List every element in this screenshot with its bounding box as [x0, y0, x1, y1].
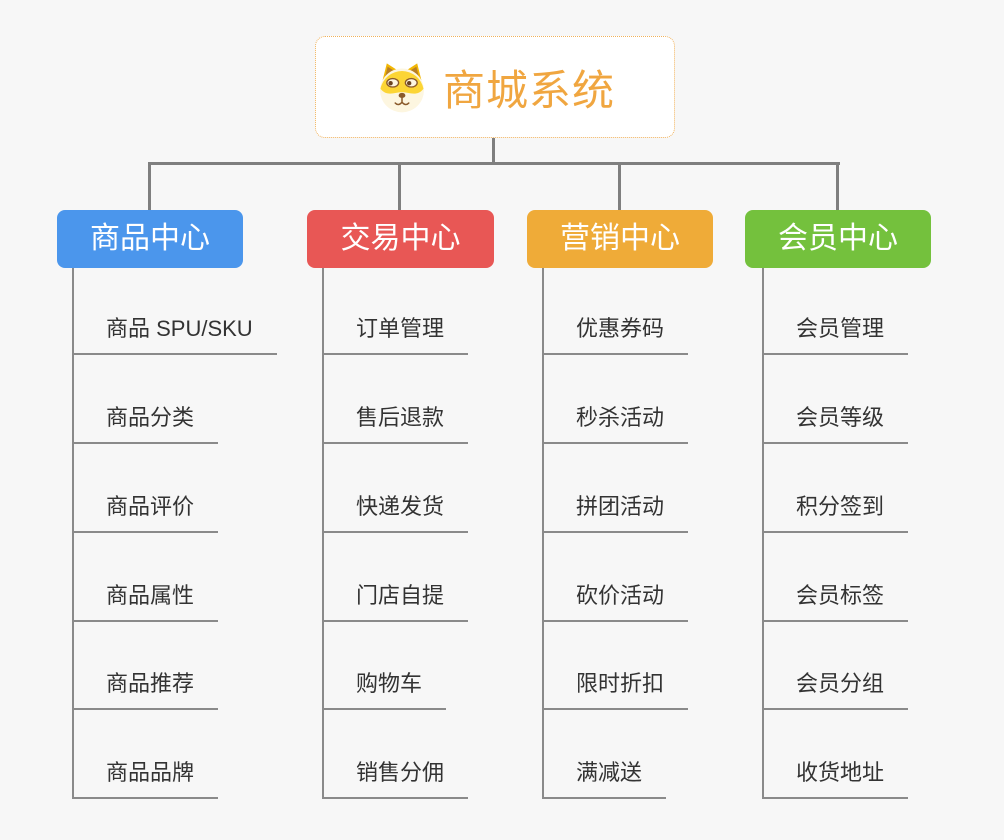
leaf-node[interactable]: 优惠券码	[542, 314, 689, 355]
connector-stub-marketing	[618, 164, 621, 210]
branch-node-product-center[interactable]: 商品中心	[57, 210, 243, 268]
branch-node-trade-center[interactable]: 交易中心	[307, 210, 494, 268]
leaf-node[interactable]: 会员等级	[762, 403, 909, 444]
leaf-node[interactable]: 限时折扣	[542, 669, 689, 710]
dog-face-icon	[380, 63, 424, 113]
branch-label: 营销中心	[560, 222, 680, 255]
leaf-node[interactable]: 会员标签	[762, 581, 909, 622]
leaf-node[interactable]: 订单管理	[322, 314, 469, 355]
leaf-node[interactable]: 满减送	[542, 758, 667, 799]
connector-spine-product	[72, 268, 74, 799]
branch-label: 商品中心	[90, 222, 210, 255]
connector-stub-trade	[398, 164, 401, 210]
leaf-node[interactable]: 购物车	[322, 669, 447, 710]
branch-node-member-center[interactable]: 会员中心	[745, 210, 931, 268]
connector-spine-member	[762, 268, 764, 799]
branch-label: 交易中心	[340, 222, 461, 255]
branch-node-marketing-center[interactable]: 营销中心	[527, 210, 713, 268]
connector-spine-trade	[322, 268, 324, 799]
leaf-node[interactable]: 商品属性	[72, 581, 219, 622]
connector-spine-marketing	[542, 268, 544, 799]
leaf-node[interactable]: 商品品牌	[72, 758, 219, 799]
leaf-node[interactable]: 商品分类	[72, 403, 219, 444]
leaf-node[interactable]: 商品推荐	[72, 669, 219, 710]
leaf-node[interactable]: 收货地址	[762, 758, 909, 799]
leaf-node[interactable]: 门店自提	[322, 581, 469, 622]
leaf-node[interactable]: 销售分佣	[322, 758, 469, 799]
leaf-node[interactable]: 积分签到	[762, 492, 909, 533]
leaf-node[interactable]: 秒杀活动	[542, 403, 689, 444]
root-node[interactable]: 商城系统	[315, 36, 675, 138]
leaf-node[interactable]: 会员分组	[762, 669, 909, 710]
root-label: 商城系统	[442, 66, 615, 114]
connector-stub-product	[148, 164, 151, 210]
leaf-node[interactable]: 砍价活动	[542, 581, 689, 622]
leaf-node[interactable]: 售后退款	[322, 403, 469, 444]
leaf-node[interactable]: 会员管理	[762, 314, 909, 355]
connector-horizontal-bar	[148, 162, 840, 165]
connector-root-stem	[492, 138, 495, 164]
leaf-node[interactable]: 商品 SPU/SKU	[72, 314, 277, 355]
connector-stub-member	[836, 164, 839, 210]
leaf-node[interactable]: 快递发货	[322, 492, 469, 533]
leaf-node[interactable]: 拼团活动	[542, 492, 689, 533]
branch-label: 会员中心	[778, 222, 898, 255]
leaf-node[interactable]: 商品评价	[72, 492, 219, 533]
